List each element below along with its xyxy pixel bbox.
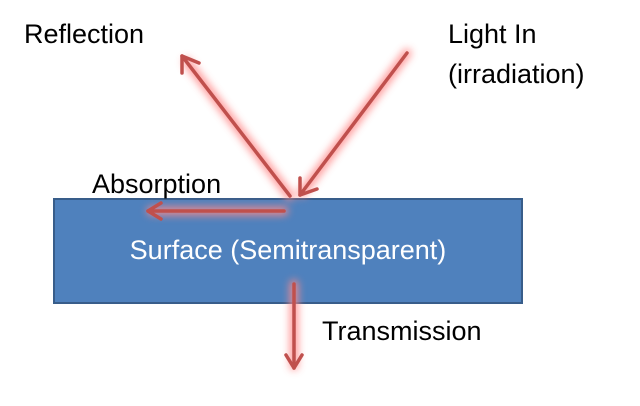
light-in-label: Light In	[448, 19, 537, 49]
surface-block: Surface (Semitransparent)	[53, 198, 523, 304]
transmission-label: Transmission	[322, 316, 482, 346]
surface-label: Surface (Semitransparent)	[129, 235, 447, 265]
reflection-label: Reflection	[24, 19, 145, 49]
light-in-arrow	[298, 51, 409, 197]
absorption-arrow	[146, 201, 286, 221]
absorption-label: Absorption	[92, 169, 222, 199]
reflection-arrow	[180, 54, 292, 198]
irradiation-label: (irradiation)	[448, 59, 585, 89]
transmission-arrow	[284, 282, 304, 370]
